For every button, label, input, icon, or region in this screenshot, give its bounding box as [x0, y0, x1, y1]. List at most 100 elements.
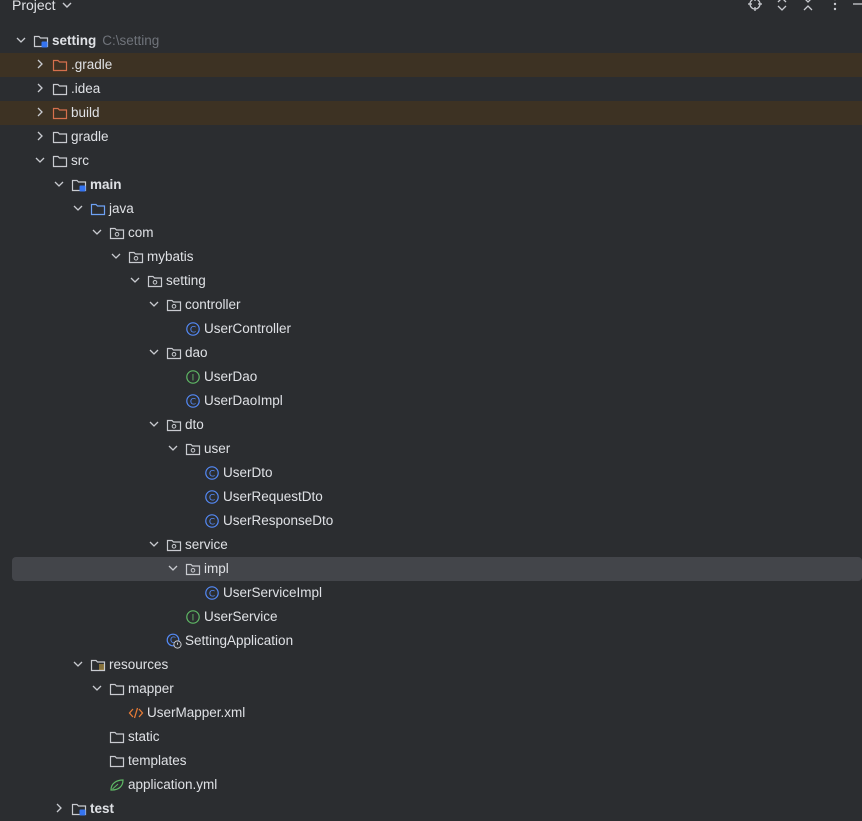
resources-folder-icon [90, 657, 106, 673]
tool-window-title[interactable]: Project [12, 0, 56, 13]
tree-item-name: dao [185, 345, 208, 360]
tree-row[interactable]: src [0, 149, 862, 173]
tree-item-label: com [128, 224, 154, 242]
xml-file-icon [128, 705, 144, 721]
class-icon: C [185, 321, 201, 337]
chevron-down-icon[interactable] [148, 298, 160, 310]
tree-item-label: templates [128, 752, 187, 770]
chevron-down-icon[interactable] [34, 154, 46, 166]
package-icon [185, 441, 201, 457]
tree-row[interactable]: com [0, 221, 862, 245]
tree-item-label: src [71, 152, 89, 170]
svg-text:C: C [209, 589, 215, 599]
chevron-down-icon[interactable] [110, 250, 122, 262]
tree-row[interactable]: dao [0, 341, 862, 365]
excluded-folder-icon [52, 105, 68, 121]
package-icon [128, 249, 144, 265]
tree-item-name: src [71, 153, 89, 168]
tree-item-name: gradle [71, 129, 109, 144]
chevron-down-icon[interactable] [15, 34, 27, 46]
tree-item-name: UserController [204, 321, 291, 336]
expand-all-icon[interactable] [775, 0, 789, 11]
chevron-right-icon[interactable] [34, 106, 46, 118]
tree-row[interactable]: user [0, 437, 862, 461]
chevron-down-icon[interactable] [72, 202, 84, 214]
tree-row[interactable]: setting [0, 269, 862, 293]
tree-item-name: mybatis [147, 249, 194, 264]
tree-item-label: static [128, 728, 160, 746]
tree-item-label: .idea [71, 80, 100, 98]
tree-item-name: .gradle [71, 57, 112, 72]
tree-row[interactable]: application.yml [0, 773, 862, 797]
tree-item-name: java [109, 201, 134, 216]
module-folder-icon [71, 177, 87, 193]
yaml-config-icon [109, 777, 125, 793]
chevron-right-icon[interactable] [34, 82, 46, 94]
collapse-all-icon[interactable] [801, 0, 815, 11]
tree-item-name: mapper [128, 681, 174, 696]
class-icon: C [204, 465, 220, 481]
chevron-down-icon[interactable] [167, 442, 179, 454]
tree-row[interactable]: resources [0, 653, 862, 677]
chevron-right-icon[interactable] [34, 58, 46, 70]
chevron-down-icon[interactable] [62, 0, 72, 10]
chevron-down-icon[interactable] [72, 658, 84, 670]
tree-item-name: UserDto [223, 465, 273, 480]
chevron-down-icon[interactable] [129, 274, 141, 286]
tree-row[interactable]: service [0, 533, 862, 557]
tree-row[interactable]: main [0, 173, 862, 197]
tree-row[interactable]: static [0, 725, 862, 749]
tree-row[interactable]: UserMapper.xml [0, 701, 862, 725]
project-tool-window-header: Project [0, 0, 862, 14]
module-folder-icon [71, 801, 87, 817]
tree-row[interactable]: mybatis [0, 245, 862, 269]
minimize-icon[interactable] [852, 0, 862, 11]
locate-icon[interactable] [748, 0, 762, 11]
tree-row[interactable]: dto [0, 413, 862, 437]
chevron-down-icon[interactable] [167, 562, 179, 574]
excluded-folder-icon [52, 57, 68, 73]
tree-row[interactable]: .gradle [0, 53, 862, 77]
chevron-down-icon[interactable] [148, 418, 160, 430]
package-icon [109, 225, 125, 241]
chevron-down-icon[interactable] [91, 682, 103, 694]
tree-row[interactable]: controller [0, 293, 862, 317]
tree-item-name: com [128, 225, 154, 240]
tree-row[interactable]: mapper [0, 677, 862, 701]
tree-row[interactable]: java [0, 197, 862, 221]
options-icon[interactable] [828, 0, 842, 11]
tree-item-name: UserRequestDto [223, 489, 323, 504]
chevron-right-icon[interactable] [34, 130, 46, 142]
chevron-down-icon[interactable] [91, 226, 103, 238]
tree-row[interactable]: test [0, 797, 862, 821]
class-icon: C [204, 489, 220, 505]
tree-row[interactable]: templates [0, 749, 862, 773]
tree-row[interactable]: build [0, 101, 862, 125]
chevron-down-icon[interactable] [148, 538, 160, 550]
tree-item-label: controller [185, 296, 241, 314]
tree-row[interactable]: .idea [0, 77, 862, 101]
chevron-down-icon[interactable] [53, 178, 65, 190]
package-icon [147, 273, 163, 289]
tree-row[interactable]: impl [12, 557, 862, 581]
tree-item-label: service [185, 536, 228, 554]
tree-item-label: setting [166, 272, 206, 290]
tree-item-label: UserDao [204, 368, 257, 386]
tree-row[interactable]: gradle [0, 125, 862, 149]
tree-item-name: setting [166, 273, 206, 288]
tree-item-label: UserService [204, 608, 278, 626]
chevron-down-icon[interactable] [148, 346, 160, 358]
folder-icon [52, 81, 68, 97]
chevron-right-icon[interactable] [53, 802, 65, 814]
